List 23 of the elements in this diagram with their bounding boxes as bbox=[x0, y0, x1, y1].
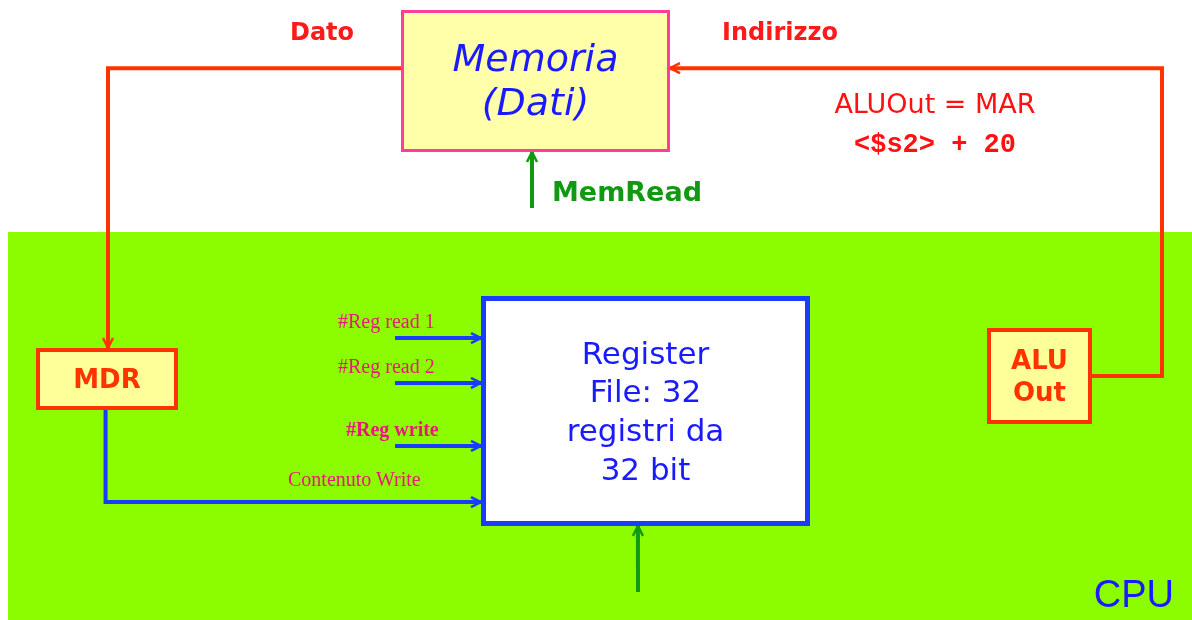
memory-box: Memoria (Dati) bbox=[401, 10, 670, 152]
arrow bbox=[395, 331, 483, 345]
arrow bbox=[101, 66, 401, 350]
edge-label: MemRead bbox=[552, 176, 702, 207]
region-title: CPU bbox=[1093, 573, 1174, 616]
arrow bbox=[395, 439, 483, 453]
formula-note: <$s2> + 20 bbox=[854, 130, 1016, 160]
edge-label: Indirizzo bbox=[722, 18, 838, 46]
arrow bbox=[668, 61, 1164, 378]
edge-label: Contenuto Write bbox=[288, 468, 421, 491]
register-box: MDR bbox=[36, 348, 178, 410]
register-file-box: Register File: 32 registri da 32 bit bbox=[481, 296, 810, 526]
arrow bbox=[395, 376, 483, 390]
edge-label: #Reg read 1 bbox=[338, 310, 435, 333]
edge-label: #Reg write bbox=[346, 418, 439, 441]
arrow bbox=[525, 150, 539, 208]
arrow bbox=[103, 410, 483, 509]
arrow bbox=[631, 524, 645, 592]
edge-label: #Reg read 2 bbox=[338, 355, 435, 378]
alu-out-box: ALU Out bbox=[987, 328, 1092, 424]
cpu-region bbox=[8, 232, 1192, 620]
formula-note: ALUOut = MAR bbox=[834, 88, 1036, 119]
edge-label: Dato bbox=[290, 18, 355, 46]
